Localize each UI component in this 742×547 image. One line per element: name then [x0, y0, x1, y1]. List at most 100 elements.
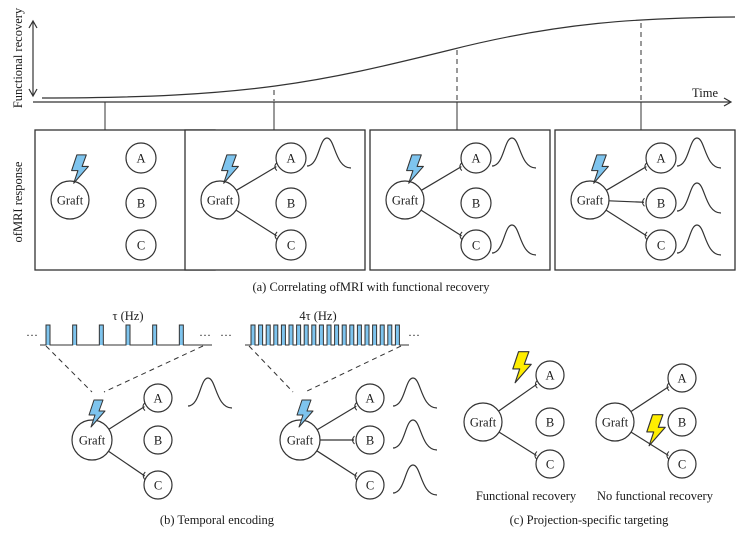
node-c-circle [275, 229, 307, 261]
zoom-dash-right-1 [103, 345, 204, 393]
node-a-circle [275, 142, 307, 174]
functional-recovery-label: Functional recovery [476, 489, 577, 503]
y-arrowhead-up [28, 19, 38, 29]
node-c-label: C [137, 239, 145, 253]
node-c-circle [355, 470, 385, 500]
node-a-label: A [471, 152, 480, 166]
recovery-curve [41, 16, 736, 99]
node-b-circle [143, 425, 173, 455]
node-c-label: C [657, 239, 665, 253]
node-c-label: C [546, 458, 554, 472]
node-a-label: A [153, 392, 162, 406]
response-waveform-icon-a [676, 137, 722, 169]
node-a-label: A [286, 152, 295, 166]
pulse-wave [40, 324, 212, 346]
projection-c-axon [316, 450, 357, 477]
temporal-network-2: Graft A B C [279, 377, 438, 500]
node-a-label: A [656, 152, 665, 166]
projection-a-axon [108, 406, 145, 430]
node-c-label: C [366, 479, 374, 493]
response-waveform-icon-a [306, 137, 352, 169]
node-b-circle [667, 407, 697, 437]
projection-c-axon [108, 450, 146, 477]
ellipsis-right-2: ··· [408, 328, 420, 342]
projection-a-axon [236, 166, 277, 191]
node-a-circle [645, 142, 677, 174]
response-waveform-icon-c [676, 224, 722, 256]
pulse-frequency-label-2: 4τ (Hz) [299, 309, 336, 323]
caption-a: (a) Correlating ofMRI with functional re… [252, 280, 490, 294]
node-b-label: B [137, 197, 145, 211]
node-c-label: C [154, 479, 162, 493]
projection-a-terminal-icon [354, 401, 358, 411]
node-b-label: B [472, 197, 480, 211]
graft-node-label: Graft [57, 194, 84, 208]
graft-node-label: Graft [79, 434, 106, 448]
node-b-circle [460, 187, 492, 219]
node-b-label: B [287, 197, 295, 211]
ellipsis-right-1: ··· [199, 328, 211, 342]
projection-a-terminal-icon [274, 162, 278, 172]
projection-b-terminal-icon [642, 197, 645, 207]
graft-node-circle [570, 180, 610, 220]
projection-a-axon [316, 405, 357, 431]
no-functional-recovery-label: No functional recovery [597, 489, 714, 503]
lightning-bolt-icon [512, 351, 532, 384]
zoom-dash-left-1 [45, 345, 93, 393]
graft-node-label: Graft [392, 194, 419, 208]
node-a-label: A [677, 372, 686, 386]
node-a-circle [535, 360, 565, 390]
node-a-circle [143, 383, 173, 413]
node-b-circle [645, 187, 677, 219]
node-c-circle [667, 449, 697, 479]
response-waveform-icon-a [187, 377, 233, 409]
zoom-dash-left-2 [248, 345, 294, 393]
node-a-circle [355, 383, 385, 413]
projection-a-axon [606, 166, 647, 191]
ofmri-panel-3: Graft A B C [369, 129, 551, 271]
caption-b: (b) Temporal encoding [160, 513, 275, 527]
node-b-label: B [154, 434, 162, 448]
node-c-label: C [678, 458, 686, 472]
ellipsis-left-1: ··· [26, 328, 38, 342]
projection-b-axon [608, 200, 645, 203]
projection-a-axon [421, 166, 462, 191]
ellipsis-left-2: ··· [220, 328, 232, 342]
temporal-network-1: Graft A B C [71, 377, 233, 500]
pulse-train-1 [40, 324, 212, 346]
node-a-label: A [365, 392, 374, 406]
graft-node-circle [50, 180, 90, 220]
response-waveform-icon-c [392, 464, 438, 496]
graft-node-label: Graft [287, 434, 314, 448]
zoom-dash-right-2 [304, 345, 402, 393]
node-a-label: A [136, 152, 145, 166]
graft-node-label: Graft [207, 194, 234, 208]
node-c-label: C [472, 239, 480, 253]
graft-node-label: Graft [602, 416, 629, 430]
node-b-label: B [678, 416, 686, 430]
node-c-label: C [287, 239, 295, 253]
response-waveform-icon-c [491, 224, 537, 256]
x-axis-label: Time [692, 86, 718, 100]
caption-c: (c) Projection-specific targeting [510, 513, 669, 527]
lightning-bolt-icon [646, 414, 666, 447]
node-b-circle [535, 407, 565, 437]
node-b-label: B [366, 434, 374, 448]
projection-a-terminal-icon [644, 162, 648, 172]
projection-c-axon [605, 209, 647, 237]
node-c-circle [645, 229, 677, 261]
node-a-circle [125, 142, 157, 174]
node-b-label: B [657, 197, 665, 211]
node-a-circle [460, 142, 492, 174]
node-b-circle [355, 425, 385, 455]
projection-a-axon [630, 386, 669, 413]
projection-a-axon [498, 383, 538, 412]
projection-a-terminal-icon [459, 162, 463, 172]
graft-node-circle [279, 419, 321, 461]
node-c-circle [535, 449, 565, 479]
